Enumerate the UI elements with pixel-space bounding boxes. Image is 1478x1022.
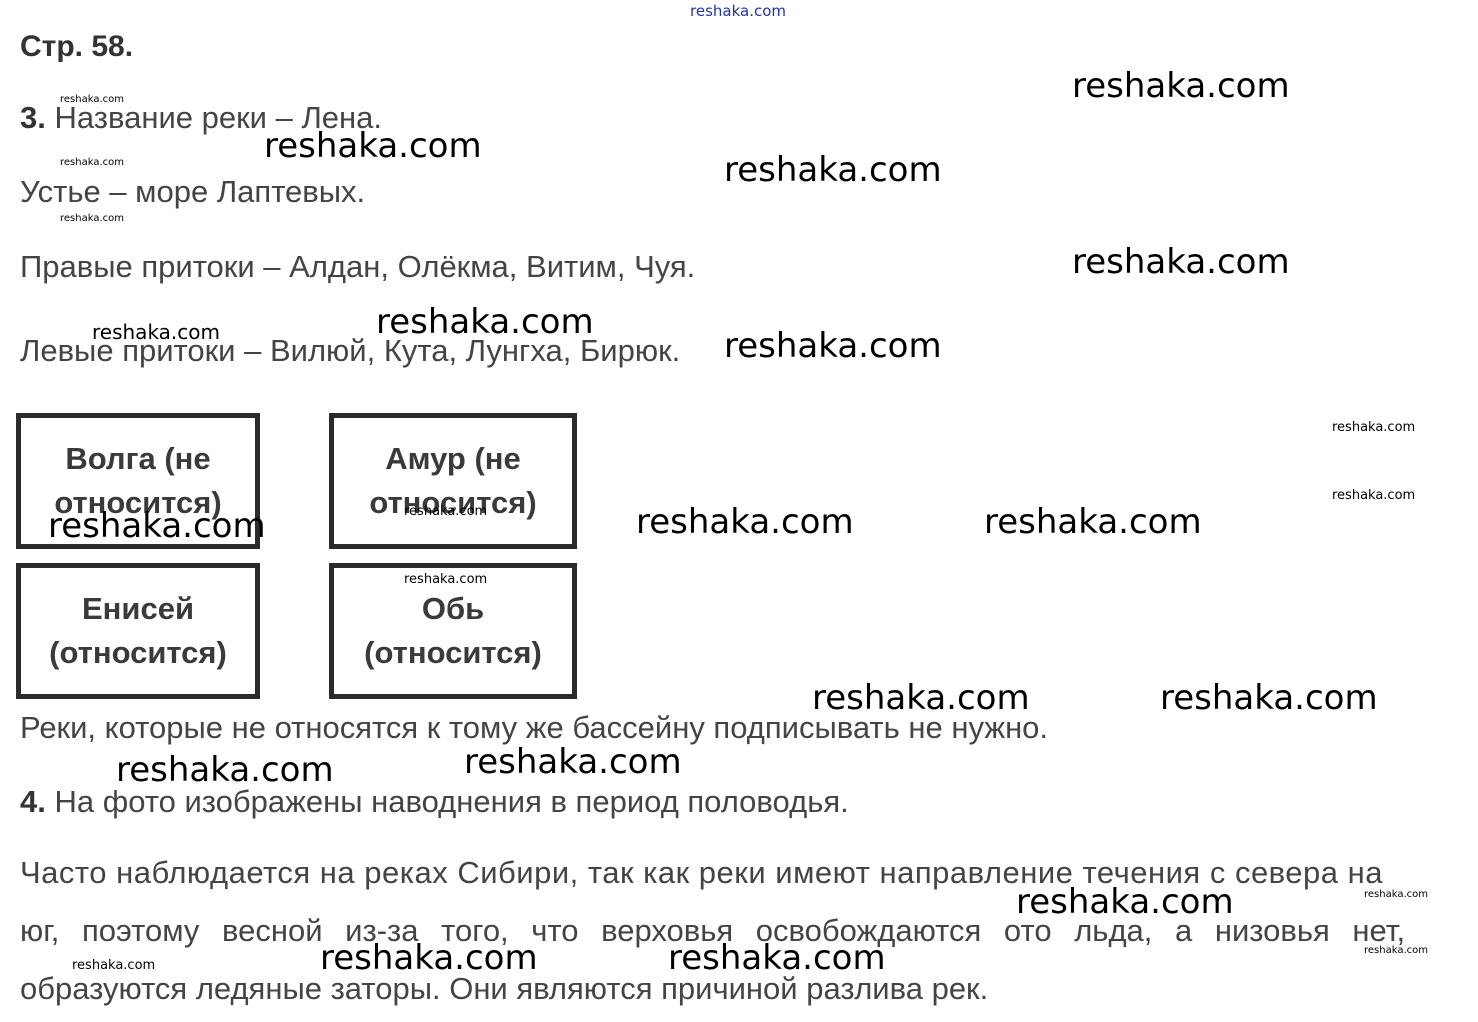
watermark: reshaka.com — [376, 302, 594, 342]
box-line2: относится) — [54, 485, 222, 520]
task4-para-line1: Часто наблюдается на реках Сибири, так к… — [20, 857, 1383, 888]
task3-left-tributaries: Левые притоки – Вилюй, Кута, Лунгха, Бир… — [20, 333, 681, 368]
task3-number: 3. — [20, 100, 46, 135]
watermark: reshaka.com — [668, 938, 886, 978]
watermark: reshaka.com — [72, 958, 156, 973]
watermark: reshaka.com — [724, 150, 942, 190]
watermark: reshaka.com — [1332, 420, 1416, 435]
para-text: Часто наблюдается на реках Сибири, так к… — [20, 855, 1383, 890]
box-line1: Обь — [421, 591, 485, 626]
watermark: reshaka.com — [60, 213, 124, 224]
task3-river-name: Название реки – Лена. — [54, 100, 383, 135]
watermark: reshaka.com — [636, 502, 854, 542]
watermark: reshaka.com — [320, 938, 538, 978]
river-box-amur: Амур (не относится) — [329, 413, 577, 549]
watermark: reshaka.com — [48, 506, 266, 546]
box-line1: Енисей — [82, 591, 194, 626]
task4-para-line3: образуются ледяные заторы. Они являются … — [20, 971, 989, 1006]
watermark: reshaka.com — [116, 750, 334, 790]
watermark: reshaka.com — [92, 320, 220, 344]
watermark: reshaka.com — [264, 126, 482, 166]
para-text: юг, поэтому весной из-за того, что верхо… — [20, 913, 1406, 948]
river-box-volga: Волга (не относится) — [16, 413, 260, 549]
river-box-yenisei: Енисей (относится) — [16, 563, 260, 699]
watermark: reshaka.com — [1072, 242, 1290, 282]
task3-right-tributaries: Правые притоки – Алдан, Олёкма, Витим, Ч… — [20, 249, 696, 284]
watermark: reshaka.com — [404, 504, 488, 519]
watermark: reshaka.com — [984, 502, 1202, 542]
box-line1: Волга (не — [65, 441, 211, 476]
watermark: reshaka.com — [60, 157, 124, 168]
task3-note: Реки, которые не относятся к тому же бас… — [20, 710, 1049, 745]
river-box-ob: Обь (относится) — [329, 563, 577, 699]
box-line2: (относится) — [364, 635, 542, 670]
watermark: reshaka.com — [1364, 945, 1428, 956]
watermark: reshaka.com — [60, 94, 124, 105]
task4-statement: На фото изображены наводнения в период п… — [54, 784, 849, 819]
watermark-top: reshaka.com — [690, 2, 786, 20]
watermark: reshaka.com — [1364, 889, 1428, 900]
watermark: reshaka.com — [464, 742, 682, 782]
watermark: reshaka.com — [812, 678, 1030, 718]
watermark: reshaka.com — [1016, 882, 1234, 922]
task4-para-line2: юг, поэтому весной из-за того, что верхо… — [20, 915, 1405, 946]
box-line2: (относится) — [49, 635, 227, 670]
task3-mouth: Устье – море Лаптевых. — [20, 174, 366, 209]
watermark: reshaka.com — [724, 326, 942, 366]
watermark: reshaka.com — [1160, 678, 1378, 718]
page-heading: Стр. 58. — [20, 30, 134, 63]
watermark: reshaka.com — [404, 572, 488, 587]
watermark: reshaka.com — [1332, 488, 1416, 503]
watermark: reshaka.com — [1072, 66, 1290, 106]
task3-line-river: 3. Название реки – Лена. — [20, 102, 382, 133]
task4-number: 4. — [20, 784, 46, 819]
task4-first-line: 4. На фото изображены наводнения в перио… — [20, 786, 849, 817]
box-line1: Амур (не — [385, 441, 521, 476]
box-line2: относится) — [369, 485, 537, 520]
